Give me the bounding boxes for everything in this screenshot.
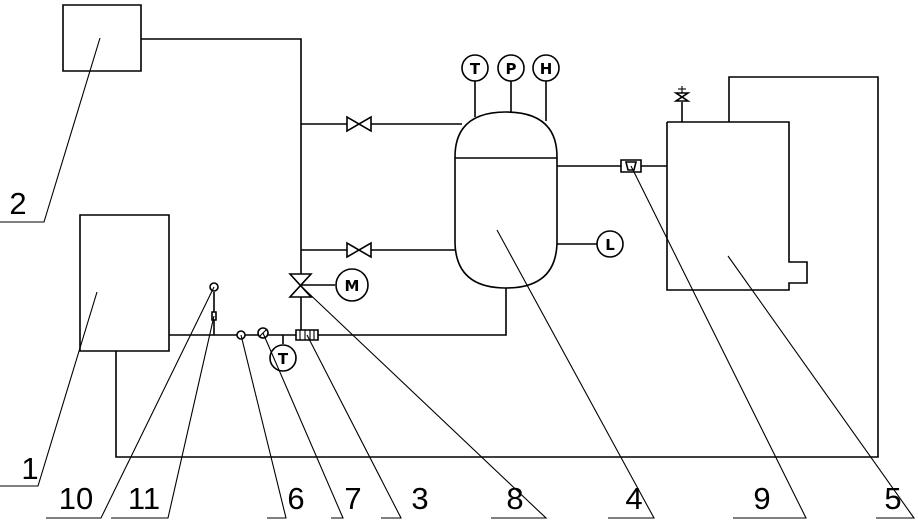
leader-9	[631, 166, 806, 518]
leader-6	[241, 335, 286, 518]
temperature-gauge-icon	[462, 55, 488, 81]
level-gauge-text: L	[605, 236, 615, 254]
equipment-2-box	[63, 5, 141, 71]
leader-3	[307, 335, 401, 518]
pipe-temp-text: T	[278, 350, 289, 368]
equipment-1-box	[80, 215, 169, 351]
gauge-t-text: T	[470, 60, 481, 78]
label-2: 2	[9, 186, 26, 221]
label-5: 5	[884, 481, 901, 516]
upper-valve-icon	[347, 117, 371, 131]
leader-1	[0, 292, 97, 486]
pipe-return-loop	[116, 77, 878, 457]
leader-8	[301, 286, 546, 518]
gauge-h-text: H	[540, 60, 553, 78]
label-8: 8	[506, 481, 523, 516]
leader-5	[728, 256, 914, 518]
leader-2	[0, 38, 100, 222]
label-4: 4	[625, 481, 642, 516]
pipe-feed-line	[169, 288, 506, 335]
leader-7	[263, 333, 343, 518]
humidity-gauge-icon	[533, 55, 559, 81]
gauge-p-text: P	[506, 60, 517, 78]
label-3: 3	[411, 481, 428, 516]
label-6: 6	[287, 481, 304, 516]
leader-4	[497, 230, 654, 518]
vessel-4-body	[455, 112, 557, 288]
leader-10	[46, 287, 214, 518]
label-11: 11	[128, 481, 160, 516]
pipe-2-to-header	[141, 39, 301, 275]
equipment-5-box	[667, 122, 807, 290]
label-9: 9	[753, 481, 770, 516]
leader-11	[111, 316, 214, 518]
label-1: 1	[21, 451, 38, 486]
pressure-gauge-icon	[498, 55, 524, 81]
motor-icon	[336, 269, 368, 301]
motor-m-text: M	[345, 277, 360, 295]
lower-valve-icon	[347, 243, 371, 257]
level-gauge-icon	[597, 231, 623, 257]
relief-valve-icon	[676, 93, 688, 101]
label-10: 10	[59, 481, 93, 516]
label-7: 7	[344, 481, 361, 516]
